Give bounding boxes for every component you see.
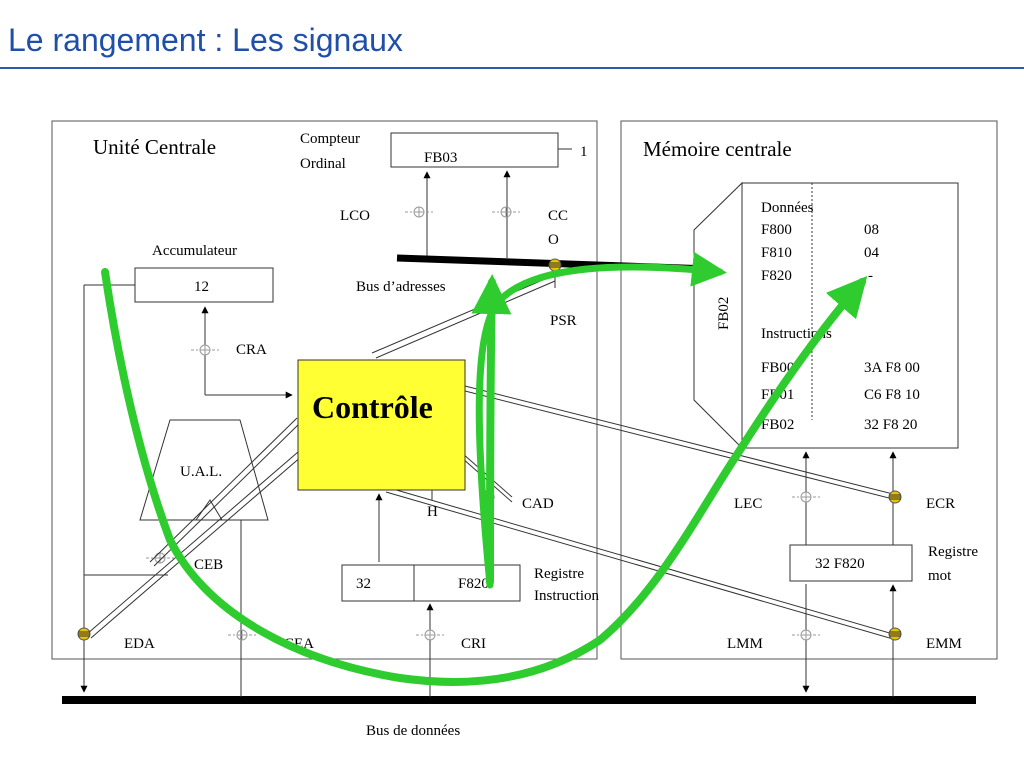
eda-label: EDA <box>124 636 155 652</box>
instr-row-addr: FB00 <box>761 360 794 376</box>
word-register <box>789 544 913 582</box>
data-row-val: - <box>868 268 873 284</box>
alu-label: U.A.L. <box>180 464 222 480</box>
data-row-val: 08 <box>864 222 879 238</box>
word-register-label-2: mot <box>928 568 952 584</box>
ecr-valve <box>888 490 902 504</box>
counter-increment: 1 <box>580 144 588 160</box>
accumulator-label: Accumulateur <box>152 243 237 259</box>
data-bus-label: Bus de données <box>366 723 460 739</box>
eda-valve <box>77 627 91 641</box>
word-register-label-1: Registre <box>928 544 978 560</box>
instr-row-val: 3A F8 00 <box>864 360 920 376</box>
accumulator-value: 12 <box>194 279 209 295</box>
cra-label: CRA <box>236 342 267 358</box>
instr-row-val: 32 F8 20 <box>864 417 917 433</box>
title-divider <box>0 67 1024 69</box>
cco-label-2: O <box>548 232 559 248</box>
control-unit <box>297 359 466 491</box>
data-bus <box>62 696 976 704</box>
cri-label: CRI <box>461 636 486 652</box>
data-row-val: 04 <box>864 245 880 261</box>
data-row-addr: F810 <box>761 245 792 261</box>
psr-label: PSR <box>550 313 577 329</box>
cad-label: CAD <box>522 496 554 512</box>
ecr-label: ECR <box>926 496 955 512</box>
instr-reg-label-1: Registre <box>534 566 584 582</box>
memory-label: Mémoire centrale <box>643 137 792 161</box>
control-label: Contrôle <box>312 389 433 425</box>
lco-label: LCO <box>340 208 370 224</box>
ceb-label: CEB <box>194 557 223 573</box>
h-label: H <box>427 504 438 520</box>
cpu-label: Unité Centrale <box>93 135 216 159</box>
lec-label: LEC <box>734 496 762 512</box>
psr-valve <box>548 258 562 272</box>
counter-label-1: Compteur <box>300 131 360 147</box>
cco-label-1: CC <box>548 208 568 224</box>
data-row-addr: F820 <box>761 268 792 284</box>
emm-valve <box>888 627 902 641</box>
data-path-arrow <box>101 268 868 686</box>
instr-reg-addr: F820 <box>458 576 489 592</box>
data-header: Données <box>761 200 814 216</box>
program-counter <box>390 132 559 168</box>
counter-value: FB03 <box>424 150 457 166</box>
address-transfer-arrow <box>475 251 727 589</box>
data-row-addr: F800 <box>761 222 792 238</box>
instr-reg-label-2: Instruction <box>534 588 599 604</box>
page-title: Le rangement : Les signaux <box>8 22 403 58</box>
lmm-label: LMM <box>727 636 763 652</box>
emm-label: EMM <box>926 636 962 652</box>
memory-address-register: FB02 <box>716 297 732 330</box>
address-bus-label: Bus d’adresses <box>356 279 446 295</box>
instr-row-val: C6 F8 10 <box>864 387 920 403</box>
counter-label-2: Ordinal <box>300 156 346 172</box>
instr-reg-op: 32 <box>356 576 371 592</box>
word-register-value: 32 F820 <box>815 556 865 572</box>
instr-row-addr: FB02 <box>761 417 794 433</box>
